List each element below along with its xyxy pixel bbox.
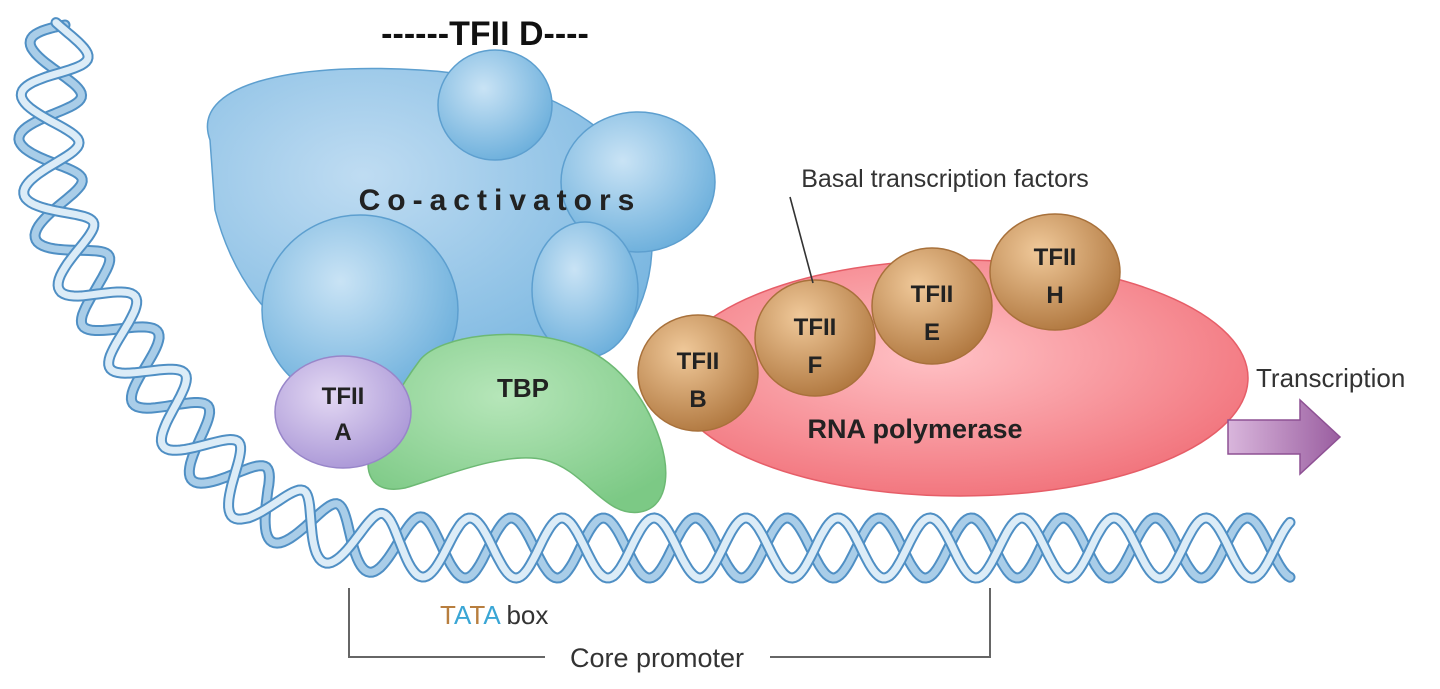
tfiif-label-line2: F bbox=[808, 352, 823, 379]
tfiie-label-line2: E bbox=[924, 319, 940, 346]
coactivators-label: Co-activators bbox=[359, 184, 642, 217]
tfiib-label-line2: B bbox=[689, 386, 706, 413]
coactivator-right-sphere bbox=[560, 111, 716, 253]
tata-letter-a2: A bbox=[483, 600, 501, 630]
tfiib: TFII B bbox=[637, 314, 759, 432]
tfiie-label-line1: TFII bbox=[911, 281, 954, 308]
tbp-label: TBP bbox=[497, 373, 549, 403]
coactivator-complex bbox=[206, 49, 716, 406]
tata-letter-a1: A bbox=[454, 600, 472, 630]
core-promoter-bracket-right bbox=[770, 588, 991, 658]
dna-double-helix bbox=[13, 17, 1296, 584]
tata-box-label: TATA box bbox=[440, 600, 548, 630]
tfiif-sphere bbox=[754, 279, 876, 397]
transcription-arrow bbox=[1227, 398, 1342, 476]
tfiif-label-line1: TFII bbox=[794, 314, 837, 341]
tfiia-label-line2: A bbox=[334, 419, 351, 446]
tfiih: TFII H bbox=[989, 213, 1121, 331]
core-promoter-label: Core promoter bbox=[570, 643, 744, 673]
tfiif: TFII F bbox=[754, 279, 876, 397]
tfiih-sphere bbox=[989, 213, 1121, 331]
tata-letter-t1: T bbox=[440, 600, 456, 630]
coactivator-top-sphere bbox=[437, 49, 553, 161]
box-word: box bbox=[499, 600, 548, 630]
tfiib-sphere bbox=[637, 314, 759, 432]
tfiih-label-line2: H bbox=[1046, 282, 1063, 309]
basal-factors-label: Basal transcription factors bbox=[801, 165, 1089, 193]
dna-strand-2 bbox=[17, 19, 1294, 582]
title: ------TFII D---- bbox=[381, 15, 589, 53]
tfiih-label-line1: TFII bbox=[1034, 244, 1077, 271]
core-promoter-bracket-left bbox=[348, 588, 545, 658]
tata-letter-t2: T bbox=[469, 600, 485, 630]
tbp-protein bbox=[367, 333, 667, 514]
rna-polymerase-label: RNA polymerase bbox=[807, 414, 1022, 444]
tfiie-sphere bbox=[871, 247, 993, 365]
basal-factors-leader-line bbox=[789, 196, 814, 284]
tfiia-label-line1: TFII bbox=[322, 383, 365, 410]
tfiie: TFII E bbox=[871, 247, 993, 365]
tfiib-label-line1: TFII bbox=[677, 348, 720, 375]
transcription-label: Transcription bbox=[1256, 363, 1405, 393]
dna-strand-1 bbox=[15, 21, 1294, 582]
tfiia-protein bbox=[274, 355, 412, 469]
